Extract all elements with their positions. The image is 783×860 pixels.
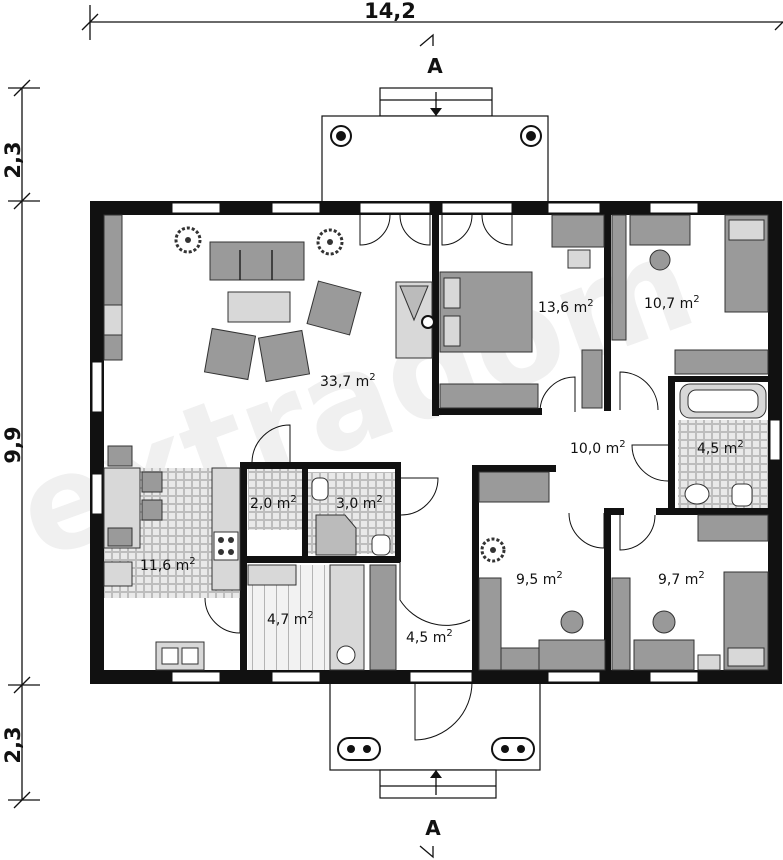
room-area-entry: 4,5 m2 xyxy=(406,628,453,646)
terrace-top xyxy=(321,87,549,205)
room-area-living: 33,7 m2 xyxy=(320,372,376,390)
dimension-terrace-top: 2,3 xyxy=(1,141,25,178)
bench-icon xyxy=(337,737,381,761)
room-area-hall: 10,0 m2 xyxy=(570,439,626,457)
section-mark-top: A xyxy=(419,33,443,78)
doors xyxy=(204,214,669,741)
dimension-lines xyxy=(8,5,783,809)
room-area-wc: 2,0 m2 xyxy=(250,494,297,512)
bathroom-furniture xyxy=(679,383,767,507)
dimension-width: 14,2 xyxy=(364,0,416,23)
plant-icon xyxy=(480,537,506,563)
room-area-bedroom-ne: 10,7 m2 xyxy=(644,294,700,312)
section-label-top: A xyxy=(427,54,443,78)
kitchen-furniture xyxy=(103,445,241,671)
bedroom-sw-furniture xyxy=(478,471,606,671)
office-chair-icon xyxy=(560,610,584,634)
room-labels: 33,7 m2 13,6 m2 10,7 m2 10,0 m2 4,5 m2 2… xyxy=(140,294,744,646)
dimension-house-depth: 9,9 xyxy=(1,426,25,463)
bedroom-ne-furniture xyxy=(611,214,769,375)
room-area-bedroom-sw: 9,5 m2 xyxy=(516,570,563,588)
living-furniture xyxy=(103,214,435,383)
bench-icon xyxy=(491,737,535,761)
room-area-bedroom-large: 13,6 m2 xyxy=(538,298,594,316)
wc-floor xyxy=(248,468,304,530)
room-area-bedroom-se: 9,7 m2 xyxy=(658,570,705,588)
room-area-bathroom: 4,5 m2 xyxy=(697,439,744,457)
utility-furniture xyxy=(247,564,397,671)
office-chair-icon xyxy=(649,249,671,271)
room-area-utility: 4,7 m2 xyxy=(267,610,314,628)
section-mark-bottom: A xyxy=(419,816,441,859)
terrace-bottom xyxy=(329,679,541,799)
dimension-terrace-bottom: 2,3 xyxy=(1,726,25,763)
bedroom-se-furniture xyxy=(611,514,769,671)
room-area-kitchen: 11,6 m2 xyxy=(140,556,196,574)
bedroom-large-furniture xyxy=(439,214,605,409)
windows xyxy=(91,202,781,683)
room-area-shower: 3,0 m2 xyxy=(336,494,383,512)
plant-icon xyxy=(174,226,202,254)
plant-icon xyxy=(316,228,344,256)
section-label-bottom: A xyxy=(425,816,441,840)
wc-shower-furniture xyxy=(311,477,391,556)
office-chair-icon xyxy=(652,610,676,634)
